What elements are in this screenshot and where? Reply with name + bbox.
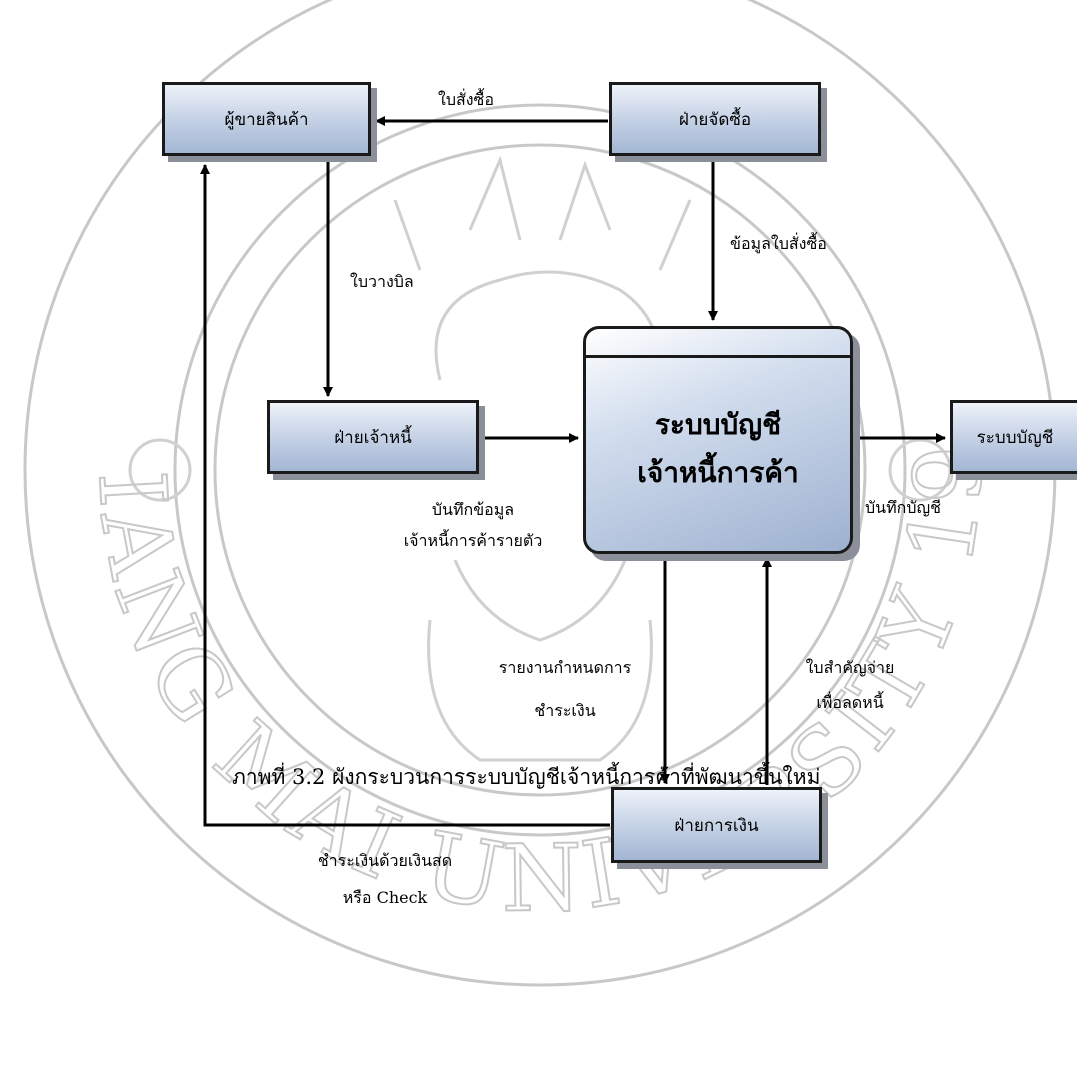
flow-label-payment-voucher-line2: เพื่อลดหนี้	[816, 693, 884, 712]
figure-caption: ภาพที่ 3.2 ผังกระบวนการระบบบัญชีเจ้าหนี้…	[232, 765, 821, 789]
flow-label-payment-report: รายงานกำหนดการ ชำระเงิน	[470, 656, 660, 724]
entity-purchasing: ฝ่ายจัดซื้อ	[609, 82, 821, 156]
flow-label-creditor-record-line1: บันทึกข้อมูล	[431, 500, 515, 519]
entity-finance: ฝ่ายการเงิน	[611, 787, 822, 863]
flow-label-payment-voucher-line1: ใบสำคัญจ่าย	[805, 658, 895, 677]
flow-label-account-record: บันทึกบัญชี	[865, 498, 941, 517]
entity-purchasing-label: ฝ่ายจัดซื้อ	[678, 109, 752, 130]
entity-accounting: ระบบบัญชี	[950, 400, 1077, 474]
flow-label-cash-payment-line1: ชำระเงินด้วยเงินสด	[317, 851, 453, 870]
process-title-line1: ระบบบัญชี	[654, 408, 782, 441]
flow-label-invoice: ใบวางบิล	[350, 272, 414, 291]
flow-label-payment-report-line2: ชำระเงิน	[534, 701, 596, 720]
flow-label-payment-report-line1: รายงานกำหนดการ	[498, 658, 632, 677]
process-title: ระบบบัญชี เจ้าหนี้การค้า	[586, 401, 850, 497]
entity-supplier-label: ผู้ขายสินค้า	[224, 109, 309, 130]
process-ap-system: ระบบบัญชี เจ้าหนี้การค้า	[583, 326, 853, 554]
entity-supplier: ผู้ขายสินค้า	[162, 82, 371, 156]
entity-accounting-label: ระบบบัญชี	[976, 427, 1054, 448]
flow-label-creditor-record-line2: เจ้าหนี้การค้ารายตัว	[403, 531, 543, 550]
process-title-line2: เจ้าหนี้การค้า	[637, 456, 799, 489]
flow-label-creditor-record: บันทึกข้อมูล เจ้าหนี้การค้ารายตัว	[378, 498, 568, 554]
flow-label-cash-payment: ชำระเงินด้วยเงินสด หรือ Check	[285, 849, 485, 911]
flow-label-po-data: ข้อมูลใบสั่งซื้อ	[730, 234, 827, 253]
flow-label-payment-voucher: ใบสำคัญจ่าย เพื่อลดหนี้	[770, 656, 930, 716]
flow-label-cash-payment-line2: หรือ Check	[342, 888, 428, 907]
entity-creditor-label: ฝ่ายเจ้าหนี้	[334, 427, 412, 448]
entity-creditor: ฝ่ายเจ้าหนี้	[267, 400, 479, 474]
process-header-band	[586, 329, 850, 358]
flow-label-purchase-order: ใบสั่งซื้อ	[438, 90, 495, 109]
entity-finance-label: ฝ่ายการเงิน	[674, 815, 759, 836]
arrow-cash-payment	[200, 164, 610, 827]
